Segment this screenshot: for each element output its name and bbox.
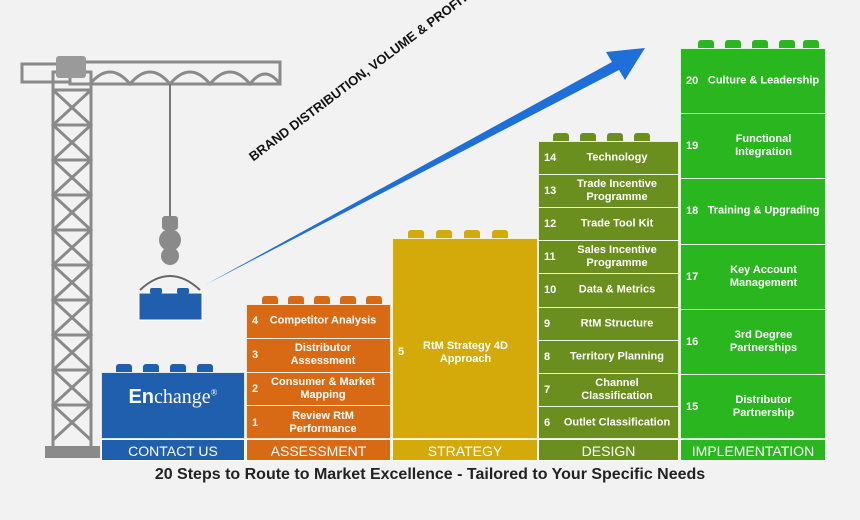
step-row[interactable]: 1 Review RtM Performance	[246, 405, 391, 439]
design-block	[538, 141, 679, 439]
implementation-stud	[698, 40, 714, 48]
implementation-stud	[803, 40, 819, 48]
step-number: 4	[252, 314, 259, 327]
step-label: Channel Classification	[581, 376, 653, 402]
implementation-block	[680, 48, 826, 439]
step-label: Competitor Analysis	[269, 314, 377, 327]
step-label: Technology	[586, 151, 648, 164]
step-label: 3rd Degree Partnerships	[729, 328, 798, 354]
step-number: 13	[544, 185, 557, 198]
step-number: 19	[686, 140, 699, 153]
step-row[interactable]: 11 Sales Incentive Programme	[538, 240, 679, 273]
design-section-label: DESIGN	[538, 439, 679, 461]
step-row[interactable]: 4 Competitor Analysis	[246, 304, 391, 338]
step-label: Functional Integration	[735, 133, 792, 159]
implementation-stud	[752, 40, 768, 48]
step-label: Trade Tool Kit	[580, 217, 654, 230]
design-stud	[607, 133, 623, 141]
step-number: 18	[686, 205, 699, 218]
step-row[interactable]: 2 Consumer & Market Mapping	[246, 371, 391, 406]
design-stud	[634, 133, 650, 141]
step-number: 15	[686, 401, 699, 414]
assessment-stud	[262, 296, 278, 304]
step-label: Sales Incentive Programme	[577, 244, 657, 270]
strategy-step-number: 5	[398, 346, 405, 358]
step-number: 2	[252, 382, 259, 395]
strategy-stud	[492, 230, 508, 238]
step-number: 14	[544, 151, 557, 164]
implementation-stud	[725, 40, 741, 48]
strategy-step-label[interactable]: RtM Strategy 4D Approach	[423, 340, 508, 365]
design-stud	[553, 133, 569, 141]
step-label: Consumer & Market Mapping	[271, 375, 375, 401]
step-label: Distributor Partnership	[732, 394, 795, 420]
step-label: Culture & Leadership	[707, 74, 820, 87]
assessment-stud	[340, 296, 356, 304]
footer-tagline: 20 Steps to Route to Market Excellence -…	[154, 466, 706, 483]
step-number: 17	[686, 270, 699, 283]
step-number: 12	[544, 218, 557, 231]
contact-stud	[170, 364, 186, 372]
step-row[interactable]: 12 Trade Tool Kit	[538, 207, 679, 240]
step-row[interactable]: 17 Key Account Management	[680, 243, 826, 309]
implementation-stud	[779, 40, 795, 48]
assessment-stud	[314, 296, 330, 304]
step-row[interactable]: 3 Distributor Assessment	[246, 337, 391, 372]
step-row[interactable]: 7 Channel Classification	[538, 372, 679, 406]
step-row[interactable]: 6 Outlet Classification	[538, 405, 679, 439]
step-row[interactable]: 13 Trade Incentive Programme	[538, 174, 679, 207]
strategy-block	[392, 238, 538, 439]
implementation-section-label: IMPLEMENTATION	[680, 439, 826, 461]
enchange-logo: Enchange®	[128, 386, 218, 408]
step-row[interactable]: 15 Distributor Partnership	[680, 374, 826, 439]
step-number: 7	[544, 383, 551, 396]
step-row[interactable]: 16 3rd Degree Partnerships	[680, 308, 826, 374]
step-number: 3	[252, 349, 259, 362]
step-number: 11	[544, 251, 556, 264]
step-label: Distributor Assessment	[290, 342, 356, 368]
contact-stud	[143, 364, 159, 372]
strategy-stud	[464, 230, 480, 238]
step-number: 6	[544, 416, 551, 429]
step-row[interactable]: 9 RtM Structure	[538, 306, 679, 340]
strategy-section-label: STRATEGY	[392, 439, 538, 461]
contact-stud	[116, 364, 132, 372]
step-label: Review RtM Performance	[289, 409, 357, 435]
step-number: 8	[544, 350, 551, 363]
contact-block[interactable]	[101, 372, 245, 439]
design-stud	[580, 133, 596, 141]
assessment-stud	[288, 296, 304, 304]
step-row[interactable]: 8 Territory Planning	[538, 339, 679, 373]
step-label: Territory Planning	[570, 350, 664, 363]
step-number: 20	[686, 74, 699, 87]
step-row[interactable]: 14 Technology	[538, 141, 679, 174]
assessment-stud	[366, 296, 382, 304]
step-label: Data & Metrics	[578, 283, 656, 296]
assessment-section-label: ASSESSMENT	[246, 439, 391, 461]
step-label: RtM Structure	[580, 317, 654, 330]
step-label: Outlet Classification	[563, 416, 671, 429]
step-number: 1	[252, 416, 259, 429]
step-row[interactable]: 20 Culture & Leadership	[680, 48, 826, 113]
step-number: 9	[544, 317, 551, 330]
contact-us-button[interactable]: CONTACT US	[101, 439, 245, 461]
step-row[interactable]: 18 Training & Upgrading	[680, 178, 826, 243]
strategy-stud	[408, 230, 424, 238]
step-label: Training & Upgrading	[707, 204, 820, 217]
step-label: Key Account Management	[729, 263, 798, 289]
step-row[interactable]: 10 Data & Metrics	[538, 273, 679, 306]
step-number: 16	[686, 335, 699, 348]
contact-stud	[197, 364, 213, 372]
step-label: Trade Incentive Programme	[576, 178, 658, 204]
strategy-stud	[436, 230, 452, 238]
step-row[interactable]: 19 Functional Integration	[680, 113, 826, 178]
step-number: 10	[544, 284, 557, 297]
